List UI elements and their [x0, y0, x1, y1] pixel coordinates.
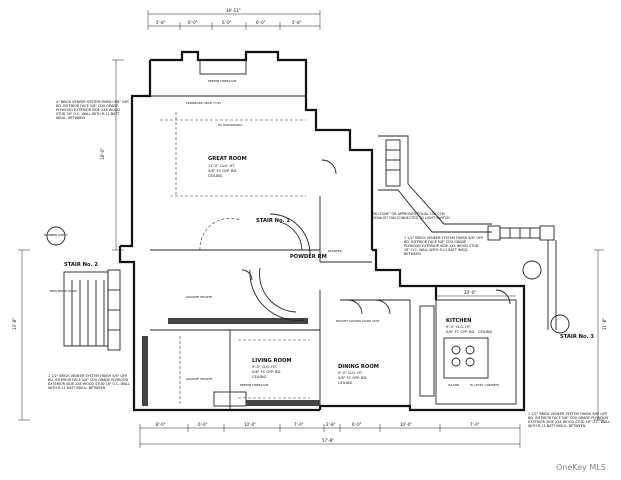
- note-number-sheet: NUMBER SHEET: [44, 233, 68, 237]
- dim-bottom-e: 2'-8": [326, 422, 336, 427]
- living-room-note-3: CEILING: [252, 375, 267, 379]
- note-brick-stair: NEW BRICK STAIR: [50, 289, 77, 293]
- kitchen-island-shape: [443, 337, 489, 379]
- note-prefab-fireplace-top: PREFAB FIREPLACE: [208, 79, 237, 83]
- note-hi-level: HI-LEVEL CABINETS: [470, 383, 499, 387]
- great-room-label: GREAT ROOM: [208, 156, 247, 162]
- note-pocket-door: POCKET SLIDING DOOR UNIT: [336, 319, 379, 323]
- great-room-note-1: 11'-0" CLG. HT.: [208, 164, 235, 168]
- kitchen-dimension: 20'-0": [436, 290, 516, 297]
- note-island: ISLAND: [448, 383, 460, 387]
- powder-room-label: POWDER RM: [290, 254, 327, 260]
- kitchen-note-3: CEILING: [478, 330, 493, 334]
- right-dimensions: 11'-8": [594, 249, 607, 421]
- dim-bottom-c: 10'-0": [244, 422, 256, 427]
- living-room-note-1: 9'-0" CLG. HT.: [252, 365, 277, 369]
- bottom-dimensions: 8'-0" 6'-0" 10'-0" 7'-0" 2'-8" 6'-0" 10'…: [139, 422, 521, 448]
- room-labels: GREAT ROOM 11'-0" CLG. HT. 5/8" FC GYP. …: [64, 156, 594, 385]
- dim-top-c: 6'-0": [222, 20, 232, 25]
- dining-room-note-3: CEILING: [338, 381, 353, 385]
- dim-right-a: 11'-8": [602, 318, 607, 330]
- kitchen-fixtures: [419, 299, 517, 405]
- left-dimensions: 18'-0" 13'-8": [12, 59, 124, 421]
- dim-kitchen-width: 20'-0": [464, 290, 476, 295]
- note-brick-veneer-right-box: 1 1/2" BRICK VENEER SYSTEM FINISH 5/8" G…: [404, 236, 484, 256]
- dim-bottom-a: 8'-0": [156, 422, 166, 427]
- note-sprinkler: SPRINKLER HEAD (TYP.): [186, 101, 221, 105]
- living-room-label: LIVING ROOM: [252, 358, 292, 364]
- watermark-text: OneKey MLS: [556, 463, 606, 472]
- top-dimensions: 39'-11" 5'-8" 6'-0" 6'-0" 6'-0" 5'-8": [147, 8, 321, 30]
- great-room-note-2: 5/8" FC GYP. BD.: [208, 169, 237, 173]
- dim-bottom-b: 6'-0": [198, 422, 208, 427]
- note-brick-veneer-bottom-left: 1 1/2" BRICK VENEER SYSTEM FINISH 5/8" G…: [48, 374, 130, 390]
- note-granite-hearth-bottom: GRANITE HEARTH: [186, 377, 212, 381]
- doors: [241, 159, 511, 315]
- dim-bottom-d: 7'-0": [294, 422, 304, 427]
- dim-bottom-g: 10'-0": [400, 422, 412, 427]
- dim-left-b: 13'-8": [12, 318, 17, 330]
- left-stair: [63, 269, 121, 351]
- note-exhaust: "NU-TONE" OR APPROVED EQUAL 150 CFM EXHA…: [372, 212, 450, 220]
- living-room-note-2: 5/8" FC GYP. BD.: [252, 370, 281, 374]
- dim-left-a: 18'-0": [100, 148, 105, 160]
- kitchen-label: KITCHEN: [446, 318, 472, 324]
- exterior-walls: [118, 50, 526, 412]
- dim-bottom-overall: 57'-8": [322, 438, 334, 443]
- dining-room-note-1: 9'-0" CLG. HT.: [338, 371, 363, 375]
- dim-top-a: 5'-8": [156, 20, 166, 25]
- note-woodwork: W/ WOODWORK: [218, 123, 243, 127]
- note-brick-veneer-bottom-right-box: 1 1/2" BRICK VENEER SYSTEM FINISH 5/8" G…: [528, 412, 610, 428]
- stair-1-label: STAIR No. 1: [256, 218, 290, 224]
- notes: PREFAB FIREPLACE PREFAB FIREPLACE SPRINK…: [44, 79, 570, 387]
- dim-top-overall: 39'-11": [226, 8, 241, 13]
- dim-top-d: 6'-0": [256, 20, 266, 25]
- great-room-note-3: CEILING: [208, 174, 223, 178]
- note-brick-veneer-right: 1 1/2" BRICK VENEER SYSTEM FINISH 5/8" G…: [404, 236, 484, 256]
- hatched-areas: [142, 318, 320, 406]
- dim-top-b: 6'-0": [188, 20, 198, 25]
- note-exhaust-box: "NU-TONE" OR APPROVED EQUAL 150 CFM EXHA…: [372, 212, 450, 220]
- spiral-stair: [199, 213, 311, 321]
- kitchen-note-1: 9'-0" CLG. HT.: [446, 325, 471, 329]
- right-deck: [378, 135, 557, 330]
- note-granite-hearth-top: GRANITE HEARTH: [186, 295, 212, 299]
- note-brick-veneer-left-box: 4" BRICK VENEER SYSTEM FINISH 5/8" GYP. …: [56, 100, 129, 120]
- dining-room-note-2: 5/8" FC GYP. BD.: [338, 376, 367, 380]
- dim-top-e: 5'-8": [292, 20, 302, 25]
- stair-3-label: STAIR No. 3: [560, 334, 594, 340]
- note-brick-veneer-left: 4" BRICK VENEER SYSTEM FINISH 5/8" GYP. …: [56, 100, 129, 120]
- note-brick-veneer-bottom-left-box: 1 1/2" BRICK VENEER SYSTEM FINISH 5/8" G…: [48, 374, 130, 390]
- dim-bottom-h: 7'-0": [470, 422, 480, 427]
- dim-bottom-f: 6'-0": [352, 422, 362, 427]
- note-prefab-fireplace-bottom: PREFAB FIREPLACE: [240, 383, 269, 387]
- kitchen-note-2: 5/8" FC GYP. BD.: [446, 330, 475, 334]
- note-planter: PLANTER: [328, 249, 342, 253]
- interior-walls: [150, 95, 411, 410]
- stair-2-label: STAIR No. 2: [64, 262, 98, 268]
- dining-room-label: DINING ROOM: [338, 364, 379, 370]
- note-brick-veneer-bottom-right: 1 1/2" BRICK VENEER SYSTEM FINISH 5/8" G…: [528, 412, 610, 428]
